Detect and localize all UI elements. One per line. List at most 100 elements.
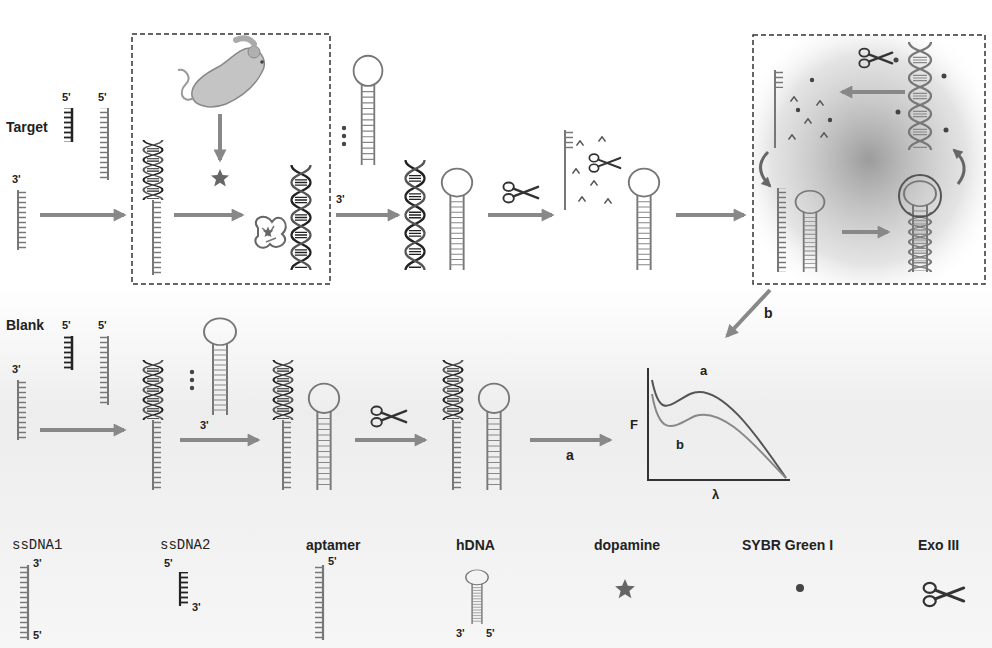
strand-end: 3' [12,174,21,186]
animal-sample [248,46,260,58]
spectrum-plot [648,368,790,480]
sybr-dye [342,142,346,146]
dna-fragment [791,97,798,102]
single-strand [153,420,161,490]
process-arrow [727,290,770,336]
strand-end: 3' [200,420,209,432]
single-strand [64,336,72,370]
double-helix [443,360,462,420]
spectrum-plot [648,368,790,480]
double-helix [143,42,931,420]
legend-entry: dopamine [594,538,660,553]
exonuclease-scissors [589,154,620,172]
single-strand [775,70,783,88]
double-helix [291,165,310,270]
single-strand [18,70,786,490]
process-arrow [488,213,552,217]
sybr-dye [190,386,194,390]
legend-entry: aptamer [306,538,360,553]
hairpin-dna [354,56,383,165]
sybr-dye [942,74,947,79]
double-helix [143,360,162,420]
strand-end: 5' [328,556,337,568]
hairpin-dna [442,169,472,271]
strand-end: 5' [33,630,42,642]
strand-end: 5' [164,558,173,570]
double-helix [143,140,162,200]
process-arrow [174,213,242,217]
process-arrow [218,114,222,160]
aptamer-dopamine-complex [255,217,285,248]
dna-fragment [599,137,606,142]
single-strand [18,380,26,440]
sybr-dye [828,118,832,122]
dna-fragment [573,97,828,204]
dopamine-star [211,169,229,187]
dna-fragment [821,133,828,138]
hairpin-dna [899,175,941,217]
animal-sample [236,38,254,44]
hairpin-dna [309,384,339,490]
single-strand [283,420,291,490]
background [0,286,992,648]
exonuclease-scissors [371,407,406,427]
double-helix [909,42,931,150]
legend-entry: ssDNA1 [12,538,62,553]
strand-end: 3' [192,602,201,614]
sybr-dye [190,58,949,593]
hairpin-dna [629,169,659,271]
double-helix [405,160,424,270]
single-strand [100,336,108,405]
single-strand [18,190,26,250]
curve-label: b [676,438,684,452]
process-arrow [180,438,258,442]
dna-fragment [579,197,586,202]
dna-fragment [805,119,812,124]
sybr-dye [342,126,346,130]
cycle-arrow [954,150,964,184]
hairpin-dna [204,318,236,415]
dashed-frame [132,34,985,284]
process-arrow [336,213,398,217]
aptamer-dopamine-complex [255,217,285,248]
single-strand [100,108,108,180]
single-strand [453,420,461,490]
row-title: Target [6,120,48,135]
spectrum-plot [652,394,786,478]
double-helix [273,360,292,420]
sybr-dye [190,378,194,382]
legend-sample [20,565,28,640]
sybr-dye [894,58,899,63]
animal-sample [178,38,264,106]
strand-end: 5' [98,320,107,332]
animal-sample [260,60,264,64]
sybr-dye [342,134,346,138]
axis-label: λ [712,488,719,502]
single-strand [565,130,573,150]
arrow-label: b [764,306,773,321]
strand-end: 3' [12,364,21,376]
legend-sample [20,565,323,640]
hairpin-dna [479,384,509,490]
legend-sample [180,572,188,606]
sybr-dye [796,108,800,112]
exonuclease-scissors [503,183,538,203]
dna-fragment [817,101,824,106]
legend-entry: Exo III [918,538,959,553]
single-strand [153,200,161,275]
sybr-dye [896,110,901,115]
sybr-dye [810,78,814,82]
dashed-frame [132,34,330,284]
strand-end: 5' [486,628,495,640]
legend-entry: SYBR Green I [742,538,833,553]
process-arrow [530,438,610,442]
dna-fragment [573,169,580,174]
legend-entry: hDNA [456,538,495,553]
background [0,286,992,648]
hairpin-dna [796,191,825,272]
aptamer-dopamine-complex [262,226,276,242]
cycle-arrow [760,152,770,186]
dna-fragment [577,141,584,146]
dna-fragment [591,181,598,186]
